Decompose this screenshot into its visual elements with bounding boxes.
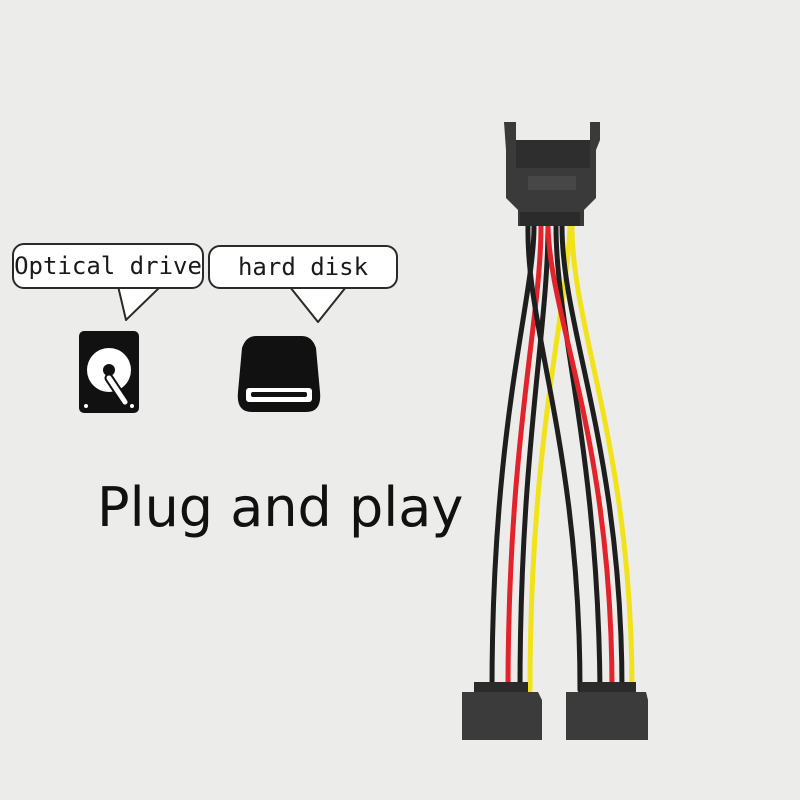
headline: Plug and play: [97, 476, 464, 539]
wire-red-1: [505, 223, 544, 693]
optical-drive-icon: [237, 336, 321, 412]
wire-red-2: [545, 223, 615, 693]
bottom-right-connector: [566, 682, 648, 740]
wire-black-5: [525, 223, 583, 693]
hard-disk-label: hard disk: [237, 253, 369, 281]
cable-wires: [489, 223, 635, 693]
optical-drive-bubble: Optical drive: [12, 243, 204, 289]
hard-disk-bubble: hard disk: [208, 245, 398, 289]
top-sata-connector: [504, 122, 600, 226]
wire-yellow-2: [569, 223, 635, 693]
bottom-left-connector: [462, 682, 542, 740]
wire-black-3: [553, 223, 603, 693]
optical-drive-label: Optical drive: [14, 252, 202, 280]
wire-black-4: [559, 223, 625, 693]
hard-drive-icon: [79, 331, 139, 413]
wire-black-2: [517, 223, 551, 693]
wire-black-1: [489, 223, 537, 693]
